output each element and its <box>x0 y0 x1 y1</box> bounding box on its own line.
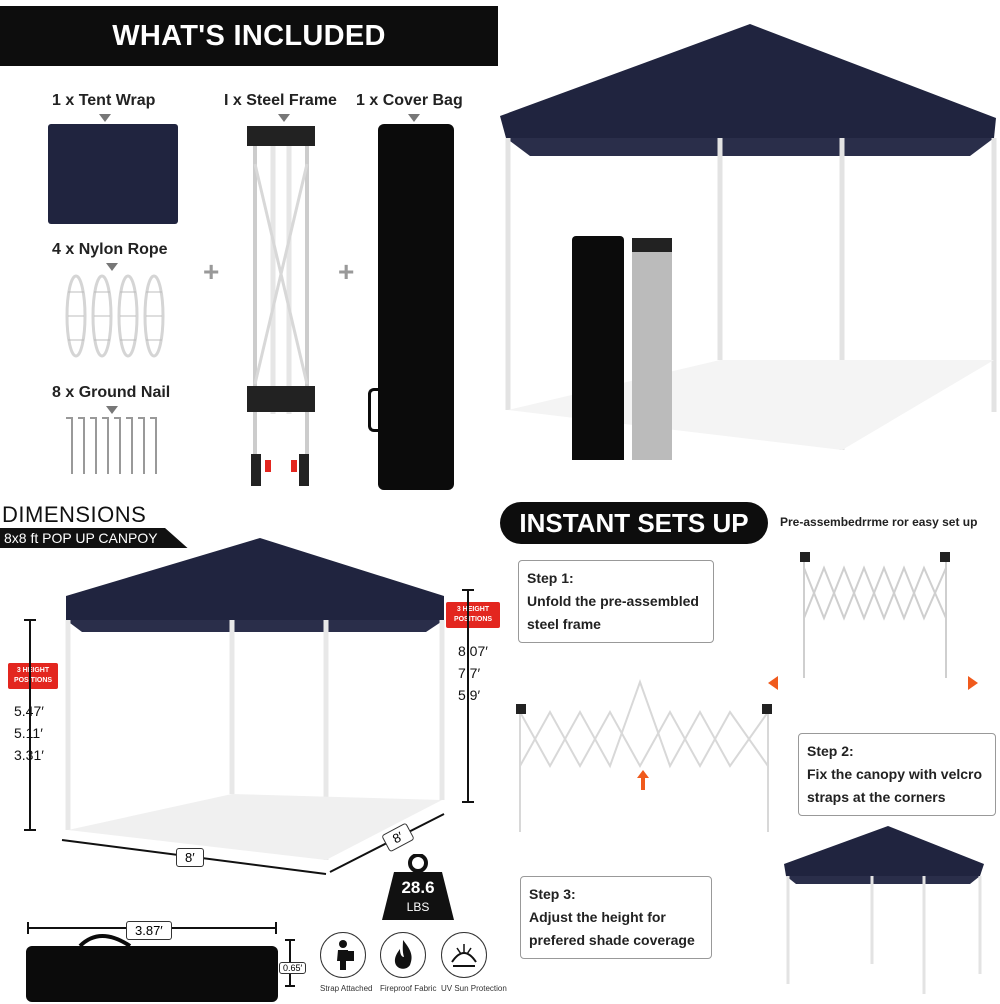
right-height-values: 8.07′ 7.7′ 5.9′ <box>458 640 488 706</box>
finished-canopy-image <box>784 826 984 994</box>
right-height-1: 8.07′ <box>458 643 488 659</box>
dimension-arrows <box>24 589 474 875</box>
tent-wrap-label: 1 x Tent Wrap <box>52 92 156 109</box>
ground-nail-image <box>66 417 157 474</box>
steel-frame-image <box>247 126 315 486</box>
whats-included-banner: WHAT'S INCLUDED <box>0 6 498 66</box>
weight-value: 28.6 <box>401 878 435 897</box>
bag-length-label: 3.87′ <box>126 921 172 940</box>
step-1-title: Step 1: <box>527 570 574 586</box>
nylon-rope-image <box>65 274 165 358</box>
cover-bag-handle <box>368 388 385 432</box>
weight-unit: LBS <box>406 900 430 914</box>
feature-strap-label: Strap Attached <box>320 984 373 993</box>
step-3-line-1: Adjust the height for <box>529 909 666 925</box>
arrow-right-icon <box>968 676 978 690</box>
step-3-box: Step 3: Adjust the height for prefered s… <box>520 876 712 959</box>
right-height-3: 5.9′ <box>458 687 481 703</box>
dimensions-title: DIMENSIONS <box>2 502 147 527</box>
step-3-title: Step 3: <box>529 886 576 902</box>
flame-icon <box>380 932 426 978</box>
step-2-line-1: Fix the canopy with velcro <box>807 766 983 782</box>
arrow-left-icon <box>768 676 778 690</box>
left-height-values: 5.47′ 5.11′ 3.31′ <box>14 700 44 766</box>
instant-setup-banner: INSTANT SETS UP <box>500 502 768 544</box>
step-2-title: Step 2: <box>807 743 854 759</box>
bag-height-label: 0.65′ <box>279 962 307 974</box>
step-2-line-2: straps at the corners <box>807 789 946 805</box>
left-height-2: 5.11′ <box>14 725 43 741</box>
step-3-line-2: prefered shade coverage <box>529 932 695 948</box>
height-positions-badge-left: 3 HEIGHT POSITIONS <box>8 663 58 689</box>
setup-caption: Pre-assembedrrme ror easy set up <box>780 515 978 529</box>
person-backpack-icon <box>320 932 366 978</box>
right-height-2: 7.7′ <box>458 665 481 681</box>
cover-bag-image <box>378 124 454 490</box>
ground-nail-pointer <box>106 406 118 414</box>
nylon-rope-pointer <box>106 263 118 271</box>
sun-rays-icon <box>441 932 487 978</box>
arrow-up-icon <box>637 770 649 790</box>
cover-bag-pointer <box>408 114 420 122</box>
weight-icon <box>382 854 454 920</box>
expanded-frame-image <box>516 679 772 832</box>
feature-fireproof: Fireproof Fabric <box>380 932 437 993</box>
feature-uv-label: UV Sun Protection <box>441 984 507 993</box>
plus-sign-1: + <box>203 256 220 287</box>
folded-frame-image <box>800 552 950 678</box>
step-1-box: Step 1: Unfold the pre-assembled steel f… <box>518 560 714 643</box>
ground-nail-label: 8 x Ground Nail <box>52 384 171 401</box>
step-1-line-1: Unfold the pre-assembled <box>527 593 699 609</box>
steel-frame-pointer <box>278 114 290 122</box>
tent-wrap-pointer <box>99 114 111 122</box>
left-height-1: 5.47′ <box>14 703 44 719</box>
width-label: 8′ <box>176 848 204 867</box>
nylon-rope-label: 4 x Nylon Rope <box>52 241 168 258</box>
height-positions-badge-right: 3 HEIGHT POSITIONS <box>446 602 500 628</box>
tent-with-accessories-photo <box>500 24 997 460</box>
step-2-box: Step 2: Fix the canopy with velcro strap… <box>798 733 996 816</box>
feature-strap: Strap Attached <box>320 932 373 993</box>
left-height-3: 3.31′ <box>14 747 44 763</box>
plus-sign-2: + <box>338 256 355 287</box>
dimensions-subtitle: 8x8 ft POP UP CANPOY <box>0 528 188 548</box>
tent-wrap-image <box>48 124 178 224</box>
feature-uv: UV Sun Protection <box>441 932 507 993</box>
canopy-dimensions-illustration <box>65 538 445 860</box>
step-1-line-2: steel frame <box>527 616 601 632</box>
feature-fireproof-label: Fireproof Fabric <box>380 984 437 993</box>
cover-bag-label: 1 x Cover Bag <box>356 92 463 109</box>
steel-frame-label: I x Steel Frame <box>224 92 337 109</box>
